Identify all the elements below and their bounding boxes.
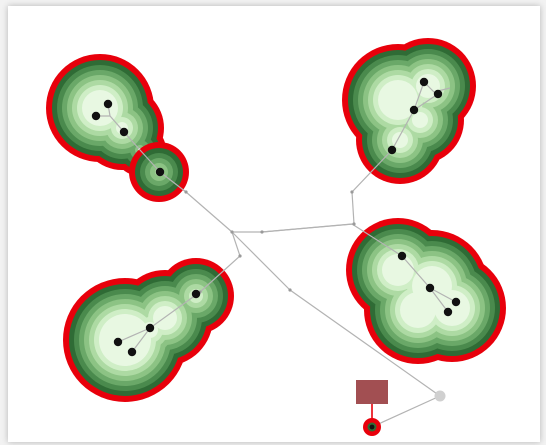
tree-node[interactable] xyxy=(397,251,407,261)
tree-node[interactable] xyxy=(443,307,453,317)
contour-level-7 xyxy=(378,80,418,120)
contour-level-7 xyxy=(99,314,151,366)
contour-top-right xyxy=(342,38,476,184)
edge-11 xyxy=(423,81,451,93)
contour-level-7 xyxy=(82,90,118,126)
contour-level-7 xyxy=(434,290,470,326)
contour-level-7 xyxy=(400,292,436,328)
junction-dot xyxy=(352,222,356,226)
selection-box[interactable] xyxy=(356,380,388,404)
contour-blobs xyxy=(46,38,506,402)
edge-6 xyxy=(123,131,161,173)
tree-node[interactable] xyxy=(91,111,101,121)
contour-level-7 xyxy=(412,112,428,128)
marker-dot xyxy=(369,424,375,430)
contour-bottom-right xyxy=(346,218,506,364)
junction-dot xyxy=(288,288,292,292)
root-node[interactable] xyxy=(434,390,446,402)
contour-bottom-left xyxy=(63,258,234,402)
contour-level-7 xyxy=(382,254,414,286)
junction-dot xyxy=(350,190,354,194)
tree-node[interactable] xyxy=(145,323,155,333)
junction-dot xyxy=(184,190,188,194)
edge-13 xyxy=(117,327,151,343)
contour-level-7 xyxy=(392,132,408,148)
edge-0 xyxy=(159,171,233,233)
edge-10 xyxy=(413,93,439,111)
edge-2 xyxy=(261,223,403,257)
edge-5 xyxy=(373,395,441,427)
tree-node[interactable] xyxy=(387,145,397,155)
junction-dot xyxy=(238,254,242,258)
tree-node[interactable] xyxy=(409,105,419,115)
junction-dot xyxy=(260,230,264,234)
tree-node[interactable] xyxy=(433,89,443,99)
tree-node[interactable] xyxy=(113,337,123,347)
tree-nodes[interactable] xyxy=(91,77,461,357)
contour-level-7 xyxy=(153,306,177,330)
tree-node[interactable] xyxy=(103,99,113,109)
tree-node[interactable] xyxy=(419,77,429,87)
annotation-marks[interactable] xyxy=(356,380,446,436)
junction-dot xyxy=(230,230,234,234)
edge-15 xyxy=(429,287,457,303)
tree-node[interactable] xyxy=(425,283,435,293)
tree-node[interactable] xyxy=(155,167,165,177)
tree-node[interactable] xyxy=(191,289,201,299)
tree-node[interactable] xyxy=(119,127,129,137)
tree-node[interactable] xyxy=(127,347,137,357)
tree-node[interactable] xyxy=(451,297,461,307)
